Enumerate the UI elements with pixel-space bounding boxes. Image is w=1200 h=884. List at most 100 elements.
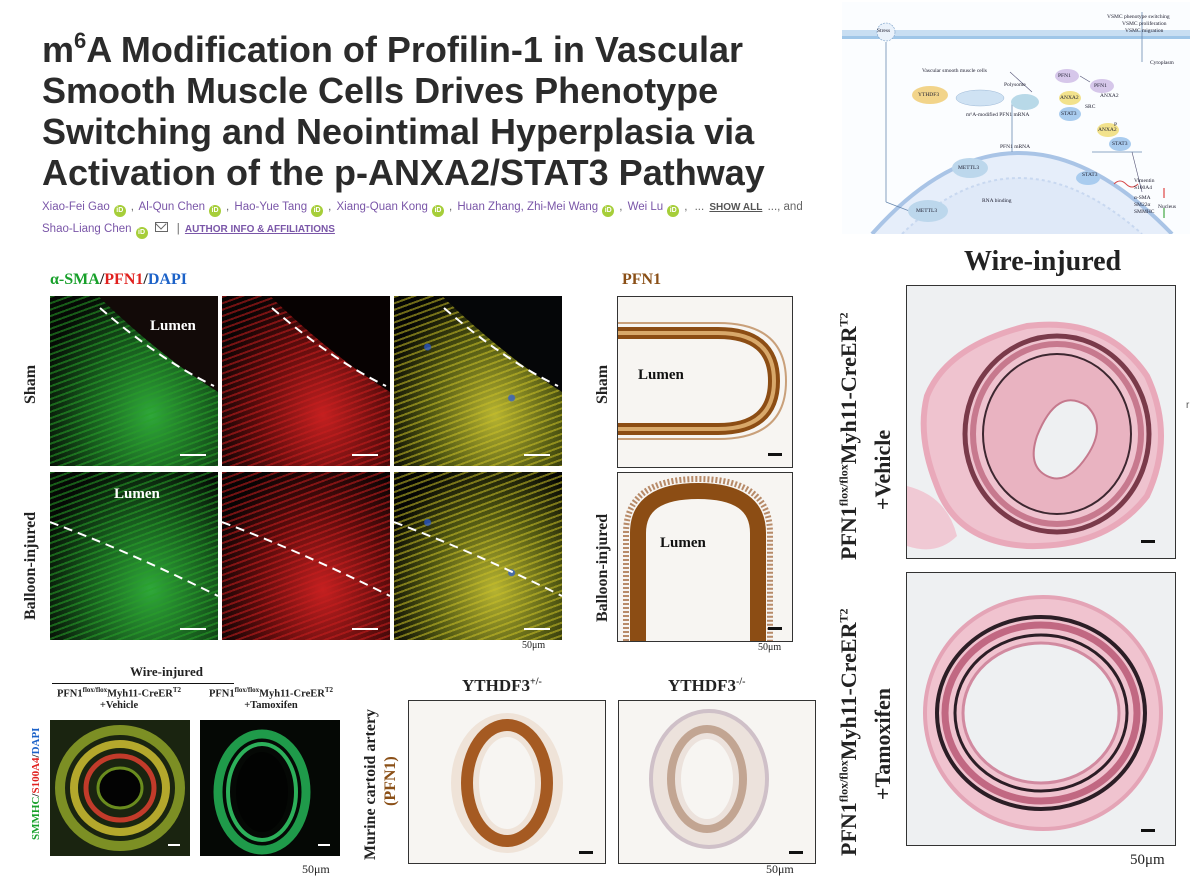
row-label-tamoxifen: PFN1flox/floxMyh11-CreERT2 bbox=[836, 608, 861, 856]
abstract-pfn1: PFN1 bbox=[1094, 83, 1107, 89]
scale-bar bbox=[768, 453, 782, 456]
show-all-authors-button[interactable]: SHOW ALL bbox=[709, 202, 763, 213]
abstract-pfn1-mrna: PFN1 mRNA bbox=[1000, 144, 1031, 150]
micrograph-he-tamoxifen bbox=[906, 572, 1176, 846]
title-superscript: 6 bbox=[74, 28, 87, 53]
orcid-icon[interactable]: iD bbox=[602, 205, 615, 217]
abstract-effect: VSMC proliferation bbox=[1122, 21, 1167, 27]
scale-bar bbox=[1141, 540, 1155, 543]
orcid-icon[interactable]: iD bbox=[209, 205, 222, 217]
micrograph-sham-pfn1 bbox=[222, 296, 390, 466]
micrograph-smmhc-vehicle bbox=[50, 720, 190, 856]
abstract-diagram bbox=[842, 12, 1190, 234]
micrograph-balloon-merge bbox=[394, 472, 562, 640]
graphical-abstract: Stress VSMC phenotype switching VSMC pro… bbox=[842, 2, 1190, 234]
scale-text: 50μm bbox=[758, 642, 782, 653]
orcid-icon[interactable]: iD bbox=[311, 205, 324, 217]
abstract-mettl3: METTL3 bbox=[958, 165, 980, 171]
micrograph-ihc-sham: Lumen bbox=[617, 296, 793, 468]
smmhc-col1-label: PFN1flox/floxMyh11-CreERT2+Vehicle bbox=[56, 686, 182, 711]
abstract-stat3: STAT3 bbox=[1112, 141, 1128, 147]
row-label-balloon: Balloon-injured bbox=[22, 511, 39, 620]
author-link[interactable]: Wei Lu bbox=[627, 201, 664, 213]
scale-bar bbox=[1141, 829, 1155, 832]
lumen-label: Lumen bbox=[150, 318, 196, 334]
abstract-vsmc: Vascular smooth muscle cells bbox=[922, 68, 987, 74]
smmhc-side-label: SMMHC/S100A4/DAPI bbox=[30, 727, 42, 840]
scale-bar bbox=[789, 851, 803, 854]
abstract-gene: SMMHC bbox=[1134, 209, 1155, 215]
abstract-effect: VSMC phenotype switching bbox=[1107, 14, 1170, 20]
author-info-link[interactable]: AUTHOR INFO & AFFILIATIONS bbox=[184, 224, 335, 235]
scale-bar bbox=[180, 454, 206, 456]
scale-bar bbox=[524, 628, 550, 630]
author-link[interactable]: Xiao-Fei Gao bbox=[42, 201, 110, 213]
row-label-balloon: Balloon-injured bbox=[594, 513, 611, 622]
row-label-sham: Sham bbox=[22, 364, 39, 404]
orcid-icon[interactable]: iD bbox=[135, 227, 148, 239]
row-label-vehicle-treatment: +Vehicle bbox=[870, 429, 895, 510]
abstract-gene: Vimentin bbox=[1134, 178, 1155, 184]
micrograph-ihc-balloon: Lumen bbox=[617, 472, 793, 642]
micrograph-sham-asma: Lumen bbox=[50, 296, 218, 466]
author-link[interactable]: Xiang-Quan Kong bbox=[336, 201, 428, 213]
abstract-cytoplasm: Cytoplasm bbox=[1150, 60, 1174, 66]
scale-text: 50μm bbox=[522, 640, 546, 651]
author-link[interactable]: Shao-Liang Chen bbox=[42, 223, 132, 235]
title-underline bbox=[52, 683, 234, 684]
micrograph-ythdf3-ko bbox=[618, 700, 816, 864]
scale-bar bbox=[524, 454, 550, 456]
smmhc-panel-title: Wire-injured bbox=[130, 664, 203, 679]
scale-bar bbox=[180, 628, 206, 630]
micrograph-ythdf3-het bbox=[408, 700, 606, 864]
abstract-m6a-mrna: m⁶A-modified PFN1 mRNA bbox=[966, 112, 1030, 118]
abstract-nucleus: Nucleus bbox=[1158, 204, 1177, 210]
abstract-stat3: STAT3 bbox=[1082, 172, 1098, 178]
scale-text: 50μm bbox=[302, 862, 330, 876]
pfn1-panel-label: PFN1 bbox=[622, 271, 662, 288]
abstract-gene: α-SMA bbox=[1134, 195, 1151, 201]
side-mark: r bbox=[1186, 400, 1190, 411]
author-link[interactable]: Al-Qun Chen bbox=[138, 201, 206, 213]
orcid-icon[interactable]: iD bbox=[113, 205, 126, 217]
orcid-icon[interactable]: iD bbox=[667, 205, 680, 217]
scale-text: 50μm bbox=[766, 862, 794, 876]
authors-and: ..., and bbox=[767, 201, 803, 213]
abstract-ythdf3: YTHDF3 bbox=[918, 92, 940, 98]
abstract-anxa2: ANXA2 bbox=[1100, 93, 1119, 99]
author-link[interactable]: Huan Zhang, Zhi-Mei Wang bbox=[457, 201, 599, 213]
abstract-mettl3: METTL3 bbox=[916, 208, 938, 214]
author-link[interactable]: Hao-Yue Tang bbox=[234, 201, 308, 213]
ythdf-col1-label: YTHDF3+/- bbox=[462, 676, 542, 695]
scale-bar bbox=[168, 844, 180, 846]
abstract-polysome: Polysome bbox=[1004, 82, 1026, 88]
row-label-sham: Sham bbox=[594, 364, 611, 404]
micrograph-he-vehicle bbox=[906, 285, 1176, 559]
abstract-stress: Stress bbox=[877, 28, 891, 34]
email-icon[interactable] bbox=[154, 222, 168, 232]
scale-bar bbox=[352, 628, 378, 630]
abstract-stat3: STAT3 bbox=[1061, 111, 1077, 117]
ythdf-side-label: Murine cartoid artery bbox=[362, 708, 379, 860]
scale-bar bbox=[579, 851, 593, 854]
article-title: m6A Modification of Profilin-1 in Vascul… bbox=[42, 28, 765, 193]
micrograph-sham-merge bbox=[394, 296, 562, 466]
abstract-anxa2: ANXA2 bbox=[1098, 127, 1117, 133]
micrograph-smmhc-tamoxifen bbox=[200, 720, 340, 856]
scale-bar bbox=[318, 844, 330, 846]
scale-bar bbox=[768, 627, 782, 630]
abstract-rna-binding: RNA binding bbox=[982, 198, 1012, 204]
row-label-vehicle: PFN1flox/floxMyh11-CreERT2 bbox=[836, 312, 861, 560]
orcid-icon[interactable]: iD bbox=[431, 205, 444, 217]
wire-panel-title: Wire-injured bbox=[964, 246, 1122, 277]
lumen-label: Lumen bbox=[660, 535, 706, 551]
micrograph-balloon-pfn1 bbox=[222, 472, 390, 640]
lumen-label: Lumen bbox=[638, 367, 684, 383]
abstract-pfn1: PFN1 bbox=[1058, 73, 1071, 79]
abstract-gene: S100A4 bbox=[1134, 185, 1153, 191]
ythdf-col2-label: YTHDF3-/- bbox=[668, 676, 746, 695]
ythdf-side-label-2: (PFN1) bbox=[382, 756, 399, 806]
authors-ellipsis: ... bbox=[694, 201, 705, 213]
row-label-tamoxifen-treatment: +Tamoxifen bbox=[870, 688, 895, 800]
